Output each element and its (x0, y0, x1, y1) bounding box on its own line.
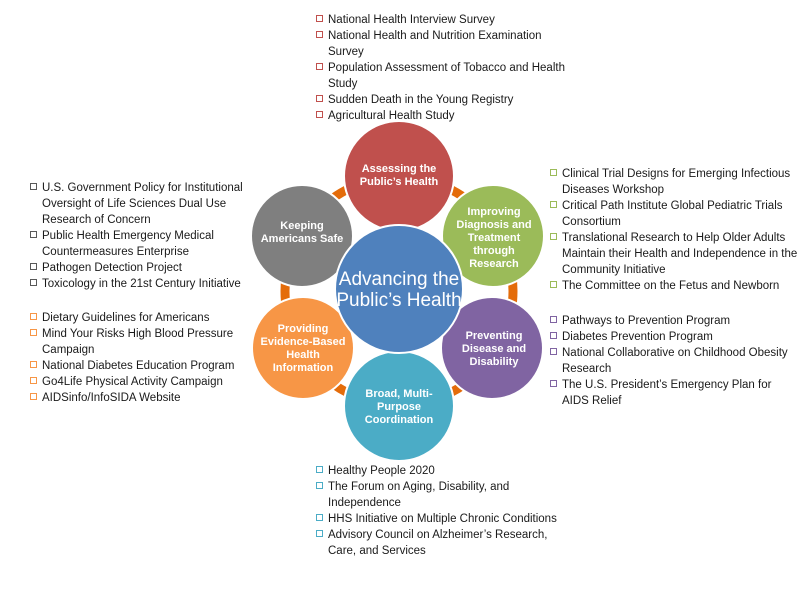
checkbox-bullet-icon (30, 329, 37, 336)
list-item-improving: Critical Path Institute Global Pediatric… (550, 198, 798, 230)
list-improving: Clinical Trial Designs for Emerging Infe… (550, 166, 798, 294)
list-item-text: Translational Research to Help Older Adu… (562, 232, 798, 276)
node-label-improving: Improving Diagnosis and Treatment throug… (456, 205, 532, 270)
list-item-text: Pathogen Detection Project (42, 262, 183, 274)
checkbox-bullet-icon (550, 348, 557, 355)
checkbox-bullet-icon (550, 201, 557, 208)
list-item-text: Sudden Death in the Young Registry (328, 94, 514, 106)
list-item-providing: National Diabetes Education Program (30, 358, 262, 374)
list-item-broad: The Forum on Aging, Disability, and Inde… (316, 479, 566, 511)
list-item-text: Toxicology in the 21st Century Initiativ… (42, 278, 241, 290)
list-item-text: AIDSinfo/InfoSIDA Website (42, 392, 181, 404)
list-item-preventing: National Collaborative on Childhood Obes… (550, 345, 790, 377)
node-circle-providing (251, 296, 355, 400)
list-item-assessing: Sudden Death in the Young Registry (316, 92, 566, 108)
checkbox-bullet-icon (30, 313, 37, 320)
list-item-broad: HHS Initiative on Multiple Chronic Condi… (316, 511, 566, 527)
list-item-broad: Healthy People 2020 (316, 463, 566, 479)
list-item-providing: Mind Your Risks High Blood Pressure Camp… (30, 326, 262, 358)
list-item-text: The U.S. President’s Emergency Plan for … (562, 379, 772, 407)
list-item-text: The Committee on the Fetus and Newborn (562, 280, 780, 292)
list-item-text: Dietary Guidelines for Americans (42, 312, 210, 324)
list-item-assessing: National Health Interview Survey (316, 12, 566, 28)
list-item-text: The Forum on Aging, Disability, and Inde… (328, 481, 510, 509)
checkbox-bullet-icon (550, 281, 557, 288)
checkbox-bullet-icon (316, 514, 323, 521)
list-item-text: Critical Path Institute Global Pediatric… (562, 200, 783, 228)
list-item-text: Healthy People 2020 (328, 465, 435, 477)
checkbox-bullet-icon (316, 530, 323, 537)
node-label-broad: Broad, Multi-Purpose Coordination (364, 387, 434, 426)
checkbox-bullet-icon (316, 482, 323, 489)
list-keeping: U.S. Government Policy for Institutional… (30, 180, 262, 292)
checkbox-bullet-icon (316, 95, 323, 102)
list-item-improving: Translational Research to Help Older Adu… (550, 230, 798, 278)
node-circle-keeping (250, 184, 354, 288)
list-item-providing: AIDSinfo/InfoSIDA Website (30, 390, 262, 406)
node-label-assessing: Assessing the Public’s Health (359, 163, 439, 188)
node-label-preventing: Preventing Disease and Disability (461, 329, 527, 368)
checkbox-bullet-icon (30, 263, 37, 270)
checkbox-bullet-icon (550, 169, 557, 176)
list-item-assessing: Agricultural Health Study (316, 108, 566, 124)
list-item-providing: Dietary Guidelines for Americans (30, 310, 262, 326)
checkbox-bullet-icon (30, 279, 37, 286)
list-item-text: U.S. Government Policy for Institutional… (42, 182, 243, 226)
checkbox-bullet-icon (316, 466, 323, 473)
list-item-text: Mind Your Risks High Blood Pressure Camp… (42, 328, 234, 356)
list-item-text: Public Health Emergency Medical Counterm… (42, 230, 214, 258)
checkbox-bullet-icon (30, 183, 37, 190)
checkbox-bullet-icon (316, 31, 323, 38)
list-item-text: Population Assessment of Tobacco and Hea… (328, 62, 565, 90)
checkbox-bullet-icon (550, 316, 557, 323)
checkbox-bullet-icon (550, 233, 557, 240)
list-item-preventing: Pathways to Prevention Program (550, 313, 790, 329)
list-item-broad: Advisory Council on Alzheimer’s Research… (316, 527, 566, 559)
node-circles (250, 120, 545, 462)
list-item-keeping: U.S. Government Policy for Institutional… (30, 180, 262, 228)
node-circle-preventing (440, 296, 544, 400)
list-item-text: Go4Life Physical Activity Campaign (42, 376, 223, 388)
list-item-providing: Go4Life Physical Activity Campaign (30, 374, 262, 390)
list-item-text: National Diabetes Education Program (42, 360, 235, 372)
list-item-improving: Clinical Trial Designs for Emerging Infe… (550, 166, 798, 198)
list-item-text: National Health Interview Survey (328, 14, 495, 26)
list-item-keeping: Toxicology in the 21st Century Initiativ… (30, 276, 262, 292)
checkbox-bullet-icon (30, 393, 37, 400)
checkbox-bullet-icon (316, 63, 323, 70)
list-item-assessing: National Health and Nutrition Examinatio… (316, 28, 566, 60)
list-item-text: HHS Initiative on Multiple Chronic Condi… (328, 513, 557, 525)
list-item-text: National Health and Nutrition Examinatio… (328, 30, 542, 58)
center-circle (334, 224, 464, 354)
list-item-keeping: Public Health Emergency Medical Counterm… (30, 228, 262, 260)
list-item-keeping: Pathogen Detection Project (30, 260, 262, 276)
list-item-assessing: Population Assessment of Tobacco and Hea… (316, 60, 566, 92)
node-label-providing: Providing Evidence-Based Health Informat… (260, 323, 346, 374)
checkbox-bullet-icon (316, 15, 323, 22)
list-item-improving: The Committee on the Fetus and Newborn (550, 278, 798, 294)
node-label-keeping: Keeping Americans Safe (260, 220, 344, 245)
list-item-text: Agricultural Health Study (328, 110, 455, 122)
list-item-text: Advisory Council on Alzheimer’s Research… (328, 529, 548, 557)
node-circle-improving (441, 184, 545, 288)
list-item-text: Diabetes Prevention Program (562, 331, 713, 343)
center-label: Advancing the Public’s Health (336, 269, 462, 311)
checkbox-bullet-icon (30, 377, 37, 384)
checkbox-bullet-icon (550, 380, 557, 387)
checkbox-bullet-icon (30, 361, 37, 368)
checkbox-bullet-icon (30, 231, 37, 238)
list-item-text: Clinical Trial Designs for Emerging Infe… (562, 168, 791, 196)
checkbox-bullet-icon (316, 111, 323, 118)
list-item-text: National Collaborative on Childhood Obes… (562, 347, 788, 375)
checkbox-bullet-icon (550, 332, 557, 339)
list-item-preventing: Diabetes Prevention Program (550, 329, 790, 345)
list-item-text: Pathways to Prevention Program (562, 315, 731, 327)
list-item-preventing: The U.S. President’s Emergency Plan for … (550, 377, 790, 409)
